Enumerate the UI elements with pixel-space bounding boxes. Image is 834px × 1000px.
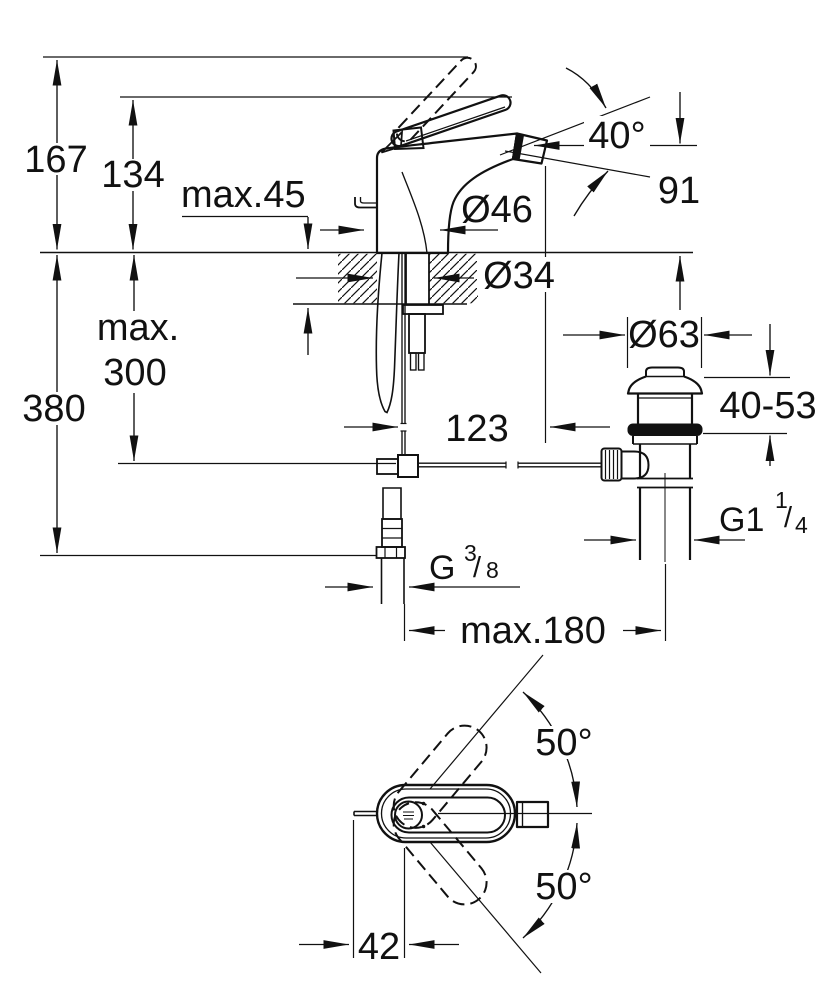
deck-hatch-left bbox=[338, 253, 377, 304]
mounting-washer bbox=[402, 304, 444, 315]
deck-hatch-right bbox=[429, 253, 478, 304]
aerator-face bbox=[512, 134, 524, 161]
lever-raised-phantom bbox=[395, 56, 477, 143]
mounting-bolt bbox=[408, 313, 426, 354]
label-rod-offset: 42 bbox=[358, 926, 400, 968]
label-flange-diameter: Ø63 bbox=[628, 314, 700, 356]
label-aerator-angle: 40° bbox=[588, 115, 645, 157]
lever-nose bbox=[380, 129, 404, 154]
body-outline bbox=[375, 783, 517, 844]
label-supply-thread: G bbox=[429, 549, 455, 587]
label-hose-max-1: max. bbox=[97, 307, 179, 349]
supply-nut bbox=[375, 546, 406, 559]
horizontal-rod bbox=[418, 461, 602, 469]
label-spout-height: 91 bbox=[658, 170, 700, 212]
label-height-lever: 134 bbox=[101, 154, 164, 196]
label-supply-thread-num: 3 bbox=[464, 540, 477, 566]
rod-port bbox=[621, 450, 650, 480]
label-adjust-range: 40-53 bbox=[719, 385, 816, 427]
waste-flange bbox=[626, 375, 704, 395]
label-supply-thread-den: 8 bbox=[486, 557, 499, 583]
label-waste-thread-den: 4 bbox=[795, 512, 808, 538]
label-hole-diameter: Ø34 bbox=[483, 255, 555, 297]
waste-valve bbox=[600, 366, 704, 562]
dimension-lines bbox=[40, 56, 790, 974]
popup-rod-top-view bbox=[353, 810, 378, 817]
popup-rod-knob bbox=[354, 197, 377, 209]
label-swing-down: 50° bbox=[535, 866, 592, 908]
body-inner-contour bbox=[401, 171, 428, 254]
rod-knob-knurled bbox=[600, 447, 623, 482]
label-hose-max-2: 300 bbox=[103, 352, 166, 394]
brand-button bbox=[394, 800, 423, 830]
label-waste-thread-slash: / bbox=[784, 502, 793, 534]
label-base-diameter: Ø46 bbox=[461, 189, 533, 231]
rod-clamp-left bbox=[376, 458, 399, 475]
popup-rod bbox=[400, 253, 407, 455]
supply-hose-lower bbox=[375, 487, 406, 604]
top-view-faucet bbox=[353, 724, 550, 906]
label-swing-up: 50° bbox=[535, 722, 592, 764]
dimension-labels: 167 134 max.45 Ø46 Ø34 40° 91 max. 300 3… bbox=[22, 115, 816, 968]
rod-clamp bbox=[397, 454, 419, 478]
label-waste-thread: G1 bbox=[719, 501, 764, 539]
aerator-top-view bbox=[515, 800, 550, 829]
lever-swing-down-phantom bbox=[392, 801, 488, 906]
handle-neck bbox=[392, 126, 425, 151]
label-deck-max: max.45 bbox=[181, 174, 306, 216]
label-spout-reach: 123 bbox=[445, 408, 508, 450]
label-total-depth: 380 bbox=[22, 388, 85, 430]
waste-plug bbox=[645, 366, 685, 377]
label-masks bbox=[20, 116, 697, 963]
side-view-faucet bbox=[40, 56, 693, 604]
waste-seal-ring bbox=[627, 423, 703, 436]
label-waste-thread-num: 1 bbox=[775, 487, 788, 513]
label-rod-reach: max.180 bbox=[460, 610, 606, 652]
label-height-total: 167 bbox=[24, 139, 87, 181]
lever-swing-up-phantom bbox=[392, 724, 488, 829]
label-supply-thread-slash: / bbox=[473, 552, 482, 584]
lever-top bbox=[390, 796, 506, 834]
supply-hose-upper bbox=[375, 252, 400, 414]
